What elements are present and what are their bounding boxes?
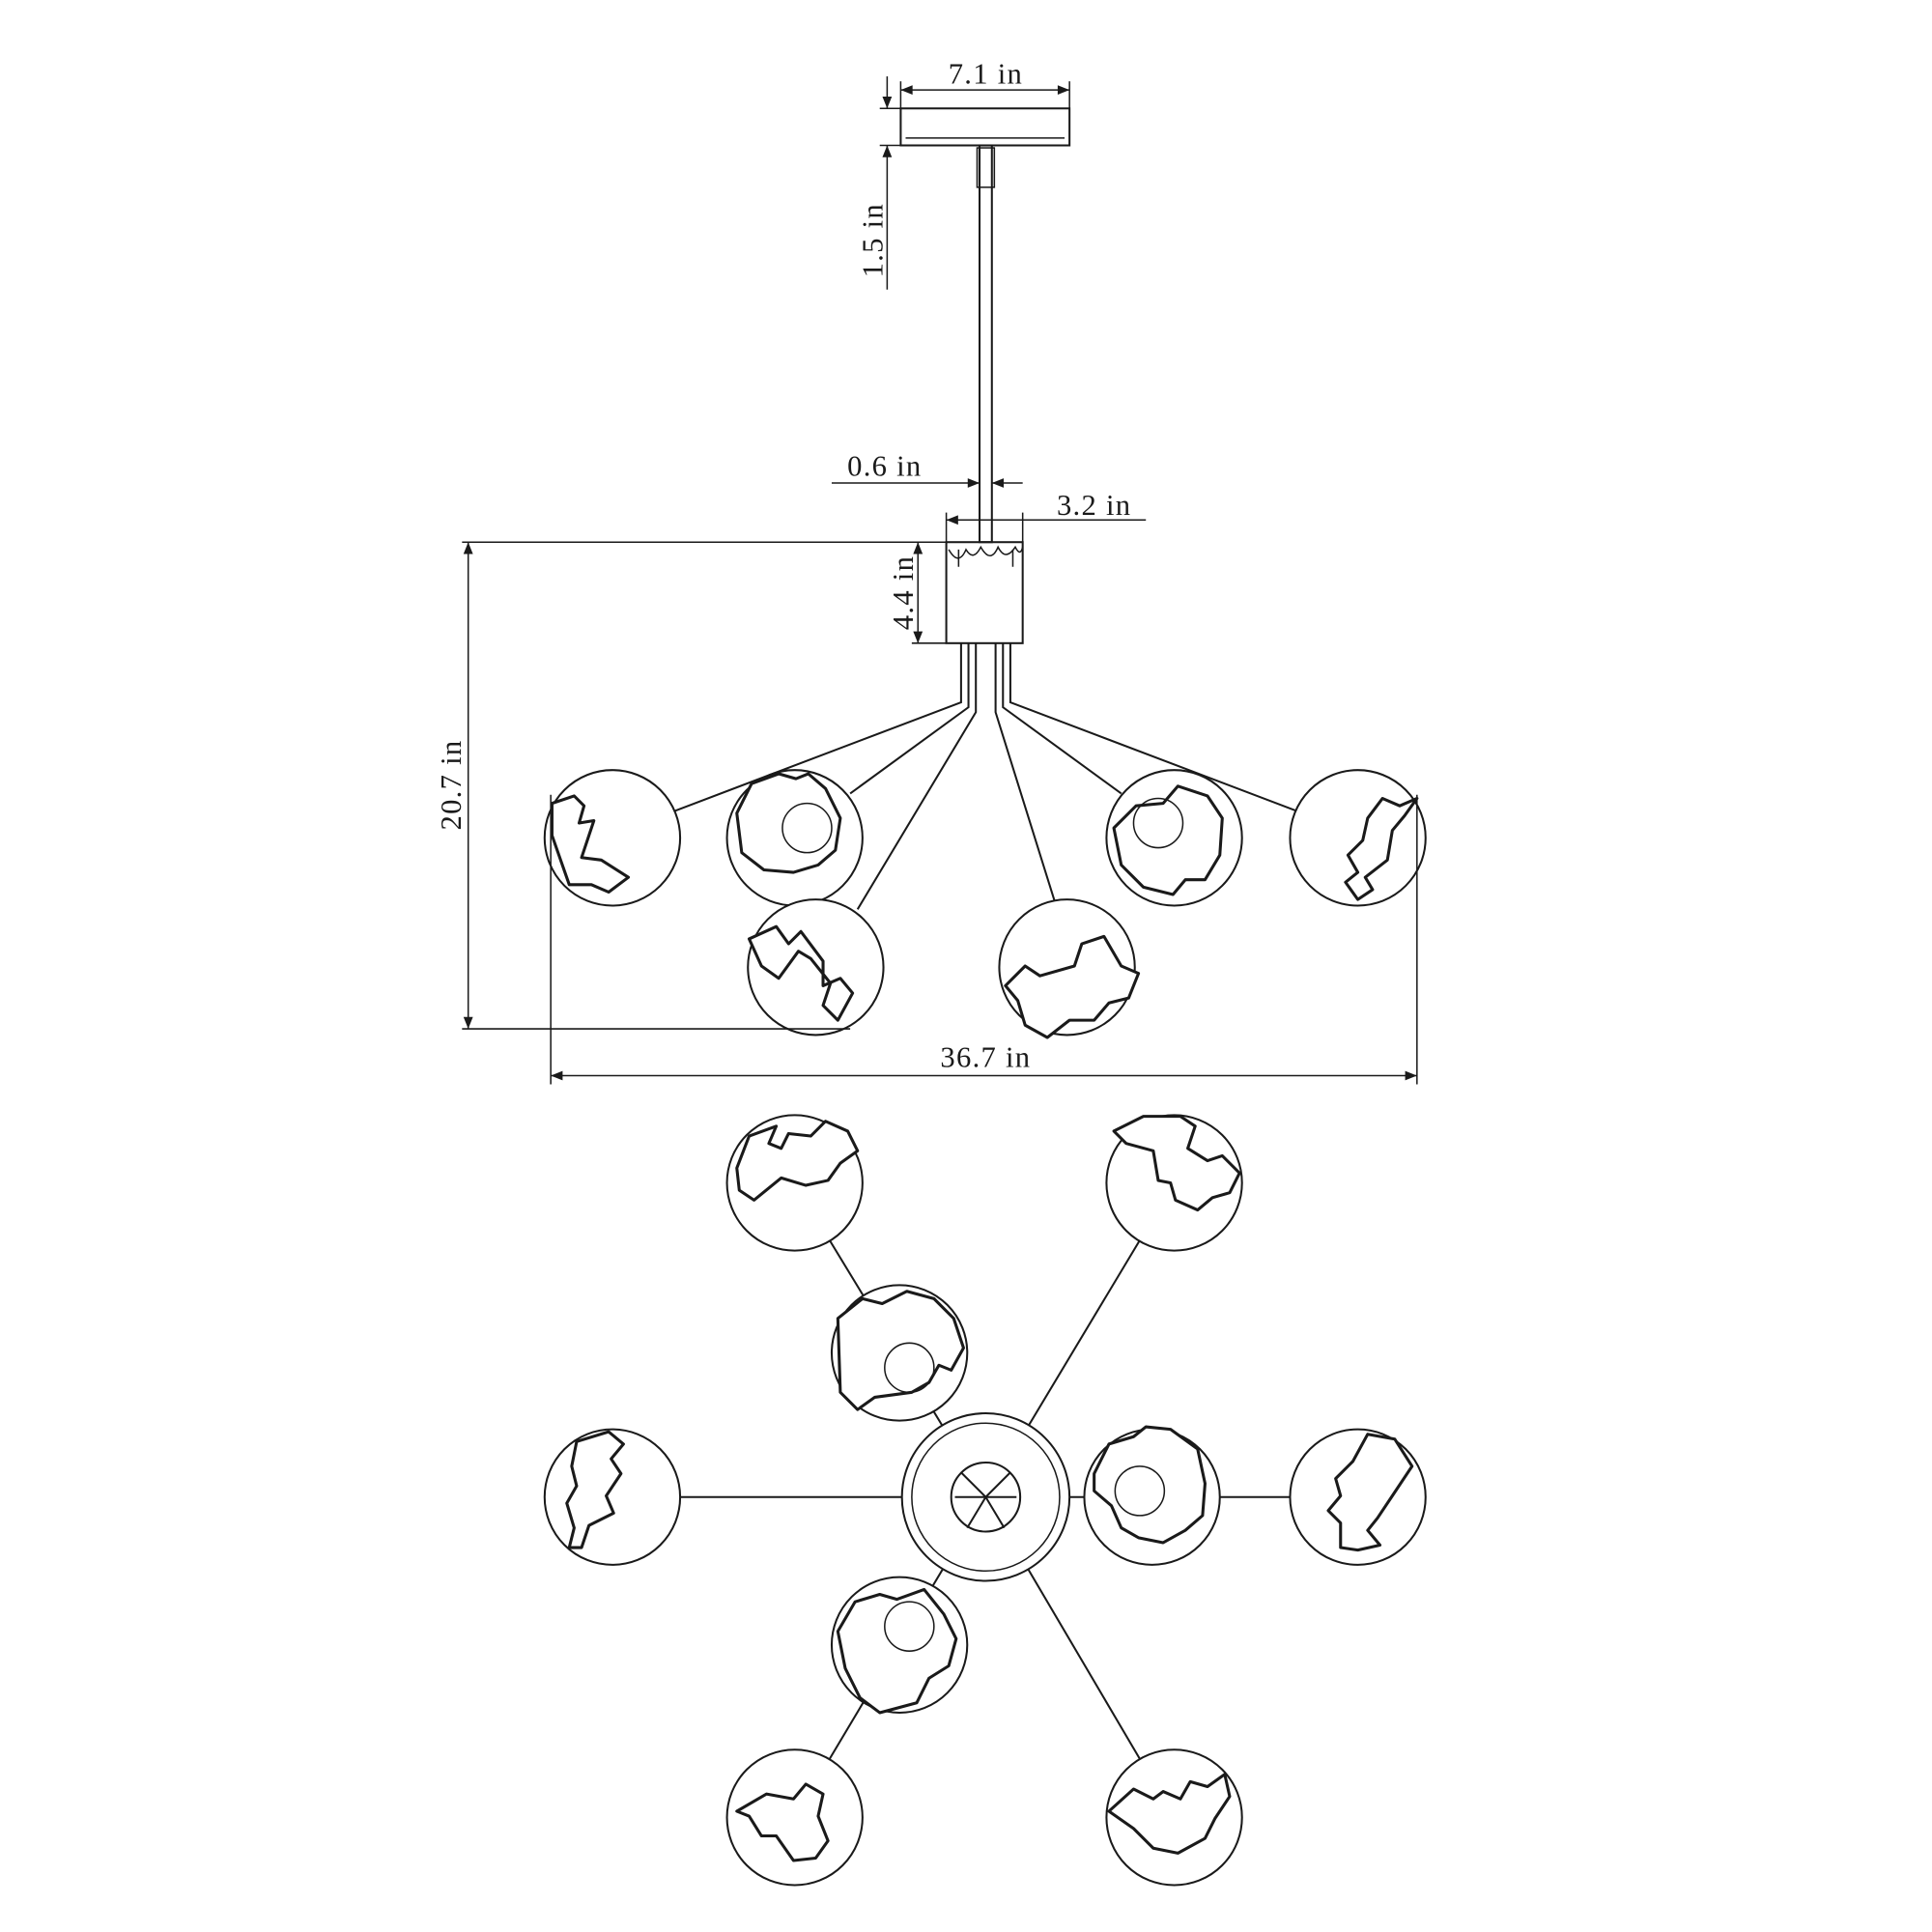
globe — [1289, 769, 1427, 907]
rod — [979, 144, 993, 544]
dim-label: 36.7 in — [940, 1041, 1031, 1074]
globe — [1083, 1425, 1221, 1566]
dim-label: 4.4 in — [887, 555, 920, 630]
dimension-rod-diameter: 0.6 in — [831, 449, 1023, 488]
dimension-overall-width: 36.7 in — [550, 794, 1418, 1085]
dimension-canopy-width: 7.1 in — [899, 58, 1070, 109]
globe — [1289, 1428, 1427, 1566]
dimension-body-height: 4.4 in — [887, 542, 947, 644]
dimension-body-width: 3.2 in — [945, 489, 1147, 543]
globe — [747, 898, 885, 1037]
globe — [543, 769, 682, 907]
dim-label: 0.6 in — [847, 449, 922, 482]
globe — [725, 1114, 864, 1252]
globe — [1105, 769, 1243, 907]
dimension-overall-height: 20.7 in — [435, 541, 947, 1030]
body — [945, 541, 1024, 644]
globe — [998, 898, 1141, 1039]
rod-joint — [976, 147, 996, 188]
globe — [830, 1576, 969, 1715]
side-view — [543, 107, 1427, 1039]
globe — [543, 1428, 682, 1566]
dim-label: 7.1 in — [949, 58, 1023, 91]
canopy — [899, 107, 1071, 147]
globe — [725, 1748, 864, 1887]
globe — [1105, 1114, 1243, 1252]
dim-label: 1.5 in — [856, 203, 889, 277]
dimension-canopy-height-tick — [879, 76, 901, 110]
side-globes — [543, 769, 1427, 1039]
dim-label: 20.7 in — [435, 740, 468, 831]
bottom-globes — [543, 1114, 1427, 1887]
globe — [1105, 1748, 1243, 1887]
dim-label: 3.2 in — [1057, 489, 1131, 522]
globe — [725, 769, 864, 907]
bottom-view — [543, 1114, 1427, 1887]
dimension-canopy-to-rod: 1.5 in — [856, 144, 901, 290]
globe — [830, 1284, 969, 1422]
